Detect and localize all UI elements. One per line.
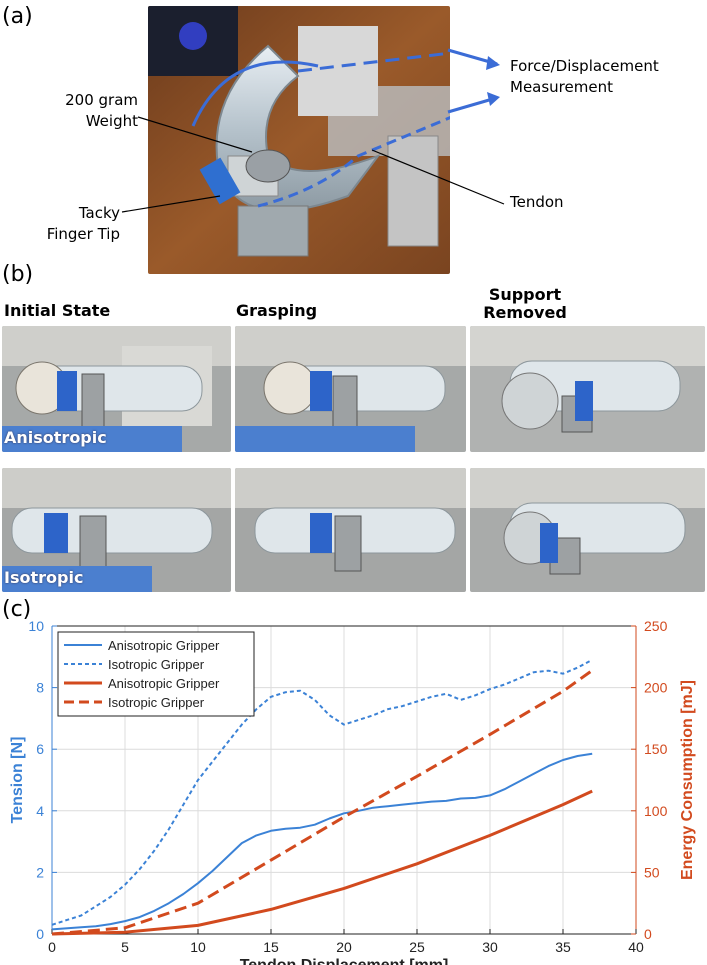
y-right-axis-title: Energy Consumption [mJ] [679, 680, 696, 880]
series-line-0 [51, 752, 593, 931]
photo-anisotropic-support-removed [470, 326, 705, 452]
y-right-tick-label: 0 [644, 926, 652, 942]
panel-b-label: (b) [2, 262, 34, 287]
y-left-tick-label: 4 [36, 803, 44, 819]
panel-a-label: (a) [2, 4, 33, 29]
force-callout-line1: Force/Displacement [510, 57, 659, 75]
column-header-grasping: Grasping [236, 301, 318, 320]
column-header-initial: Initial State [4, 301, 111, 320]
x-tick-label: 40 [628, 939, 644, 955]
series-line-3 [51, 669, 594, 936]
fingertip-callout-line2: Finger Tip [46, 225, 120, 243]
legend-entry: Anisotropic Gripper [108, 638, 220, 653]
photo-isotropic-support-removed [470, 468, 705, 592]
panel-a-callout-lines [121, 48, 505, 213]
row-label-anisotropic: Anisotropic [4, 428, 107, 447]
fingertip-callout-line1: Tacky [78, 204, 120, 222]
panel-c-label: (c) [2, 597, 32, 622]
legend-entry: Anisotropic Gripper [108, 676, 220, 691]
y-left-tick-label: 10 [28, 618, 44, 634]
x-tick-label: 35 [555, 939, 571, 955]
x-tick-label: 0 [48, 939, 56, 955]
row-label-isotropic: Isotropic [4, 568, 84, 587]
y-right-tick-label: 150 [644, 741, 668, 757]
weight-callout: 200 gram Weight [18, 90, 138, 132]
gripper-photo-illustration [148, 6, 450, 274]
x-tick-label: 5 [121, 939, 129, 955]
y-right-tick-label: 50 [644, 864, 660, 880]
x-tick-label: 30 [482, 939, 498, 955]
series-line-2 [51, 789, 593, 936]
column-header-support-removed: Support Removed [483, 285, 567, 322]
x-tick-label: 15 [263, 939, 279, 955]
legend-entry: Isotropic Gripper [108, 695, 205, 710]
y-right-tick-label: 250 [644, 618, 668, 634]
series-line-1 [51, 659, 593, 926]
photo-anisotropic-grasping [235, 326, 466, 452]
y-left-tick-label: 6 [36, 741, 44, 757]
force-callout: Force/Displacement Measurement [510, 56, 700, 98]
x-tick-label: 20 [336, 939, 352, 955]
weight-callout-line1: 200 gram [65, 91, 138, 109]
y-right-tick-label: 200 [644, 680, 668, 696]
photo-isotropic-grasping [235, 468, 466, 592]
x-tick-label: 10 [190, 939, 206, 955]
x-tick-label: 25 [409, 939, 425, 955]
weight-callout-line2: Weight [85, 112, 138, 130]
y-left-tick-label: 2 [36, 864, 44, 880]
y-right-tick-label: 100 [644, 803, 668, 819]
force-callout-line2: Measurement [510, 78, 613, 96]
y-left-tick-label: 0 [36, 926, 44, 942]
x-axis-title: Tendon Displacement [mm] [240, 957, 449, 965]
gripper-photo [148, 6, 450, 274]
fingertip-callout: Tacky Finger Tip [20, 203, 120, 245]
legend-entry: Isotropic Gripper [108, 657, 205, 672]
photo-anisotropic-initial: Anisotropic [2, 326, 231, 452]
y-left-axis-title: Tension [N] [9, 737, 26, 824]
y-left-tick-label: 8 [36, 680, 44, 696]
tendon-callout: Tendon [510, 193, 564, 211]
photo-isotropic-initial: Isotropic [2, 468, 231, 592]
